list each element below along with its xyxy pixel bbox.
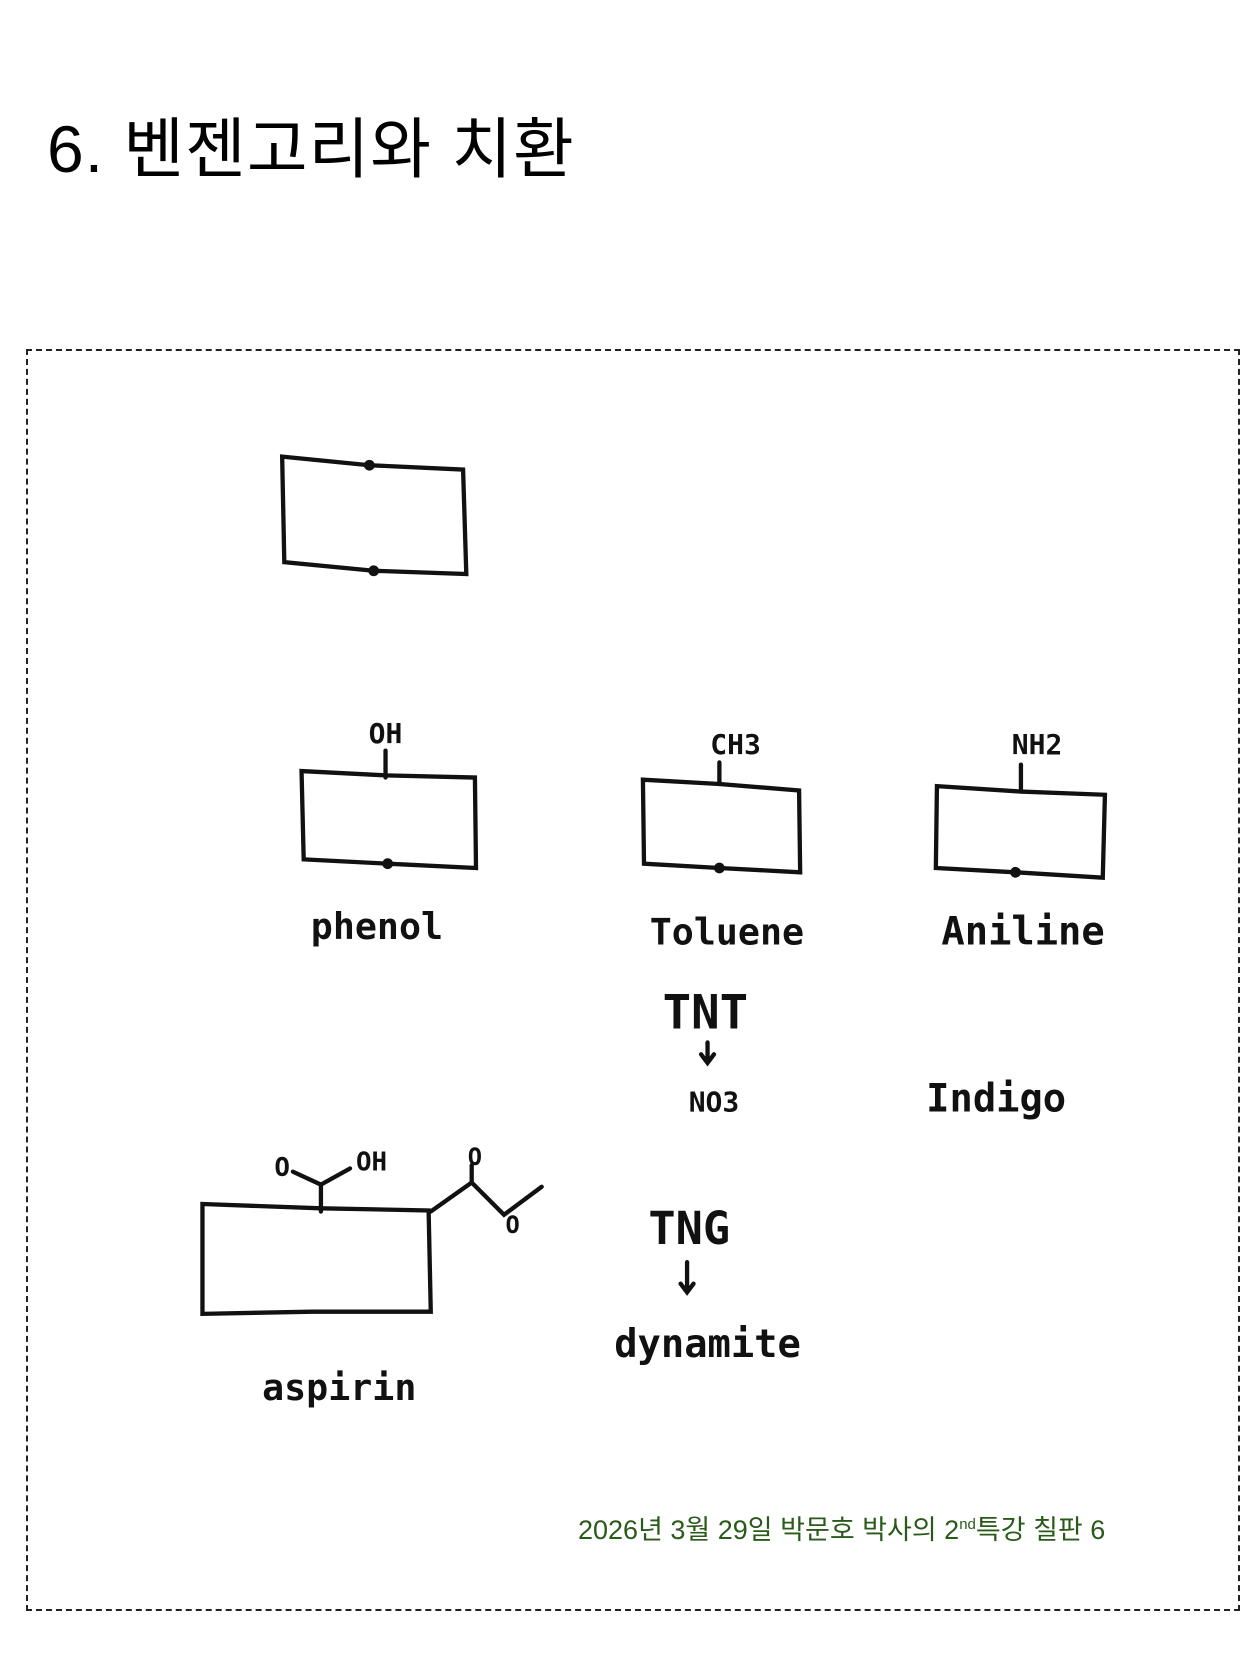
aspirin-carbonyl-o: O — [274, 1153, 290, 1183]
toluene-label: Toluene — [650, 910, 804, 953]
dynamite-label: dynamite — [614, 1322, 801, 1367]
phenol-oh-label: OH — [369, 717, 403, 750]
caption: 2026년 3월 29일 박문호 박사의 2nd특강 칠판 6 — [578, 1508, 1105, 1547]
whiteboard-frame — [26, 349, 1240, 1611]
tng-label: TNG — [648, 1202, 730, 1255]
caption-sup: nd — [959, 1516, 976, 1533]
tnt-label: TNT — [663, 985, 749, 1040]
aspirin-label: aspirin — [262, 1366, 416, 1409]
caption-suffix: 특강 칠판 6 — [975, 1515, 1106, 1545]
ester-o-bottom: O — [505, 1211, 519, 1239]
caption-prefix: 2026년 3월 29일 박문호 박사의 2 — [578, 1515, 960, 1545]
benzene-ring — [279, 454, 469, 577]
phenol-ring — [299, 768, 479, 871]
no3-label: NO3 — [689, 1085, 740, 1118]
phenol-label: phenol — [311, 905, 443, 948]
indigo-label: Indigo — [926, 1076, 1066, 1121]
toluene-ring — [640, 777, 803, 875]
ester-o-top: O — [468, 1143, 482, 1171]
toluene-ch3-label: CH3 — [710, 728, 761, 761]
aniline-nh2-label: NH2 — [1012, 728, 1063, 761]
page-title: 6. 벤젠고리와 치환 — [47, 112, 575, 186]
aspirin-ring — [200, 1201, 433, 1317]
aniline-label: Aniline — [941, 909, 1104, 954]
aspirin-oh: OH — [356, 1148, 387, 1178]
aniline-ring — [933, 783, 1108, 880]
